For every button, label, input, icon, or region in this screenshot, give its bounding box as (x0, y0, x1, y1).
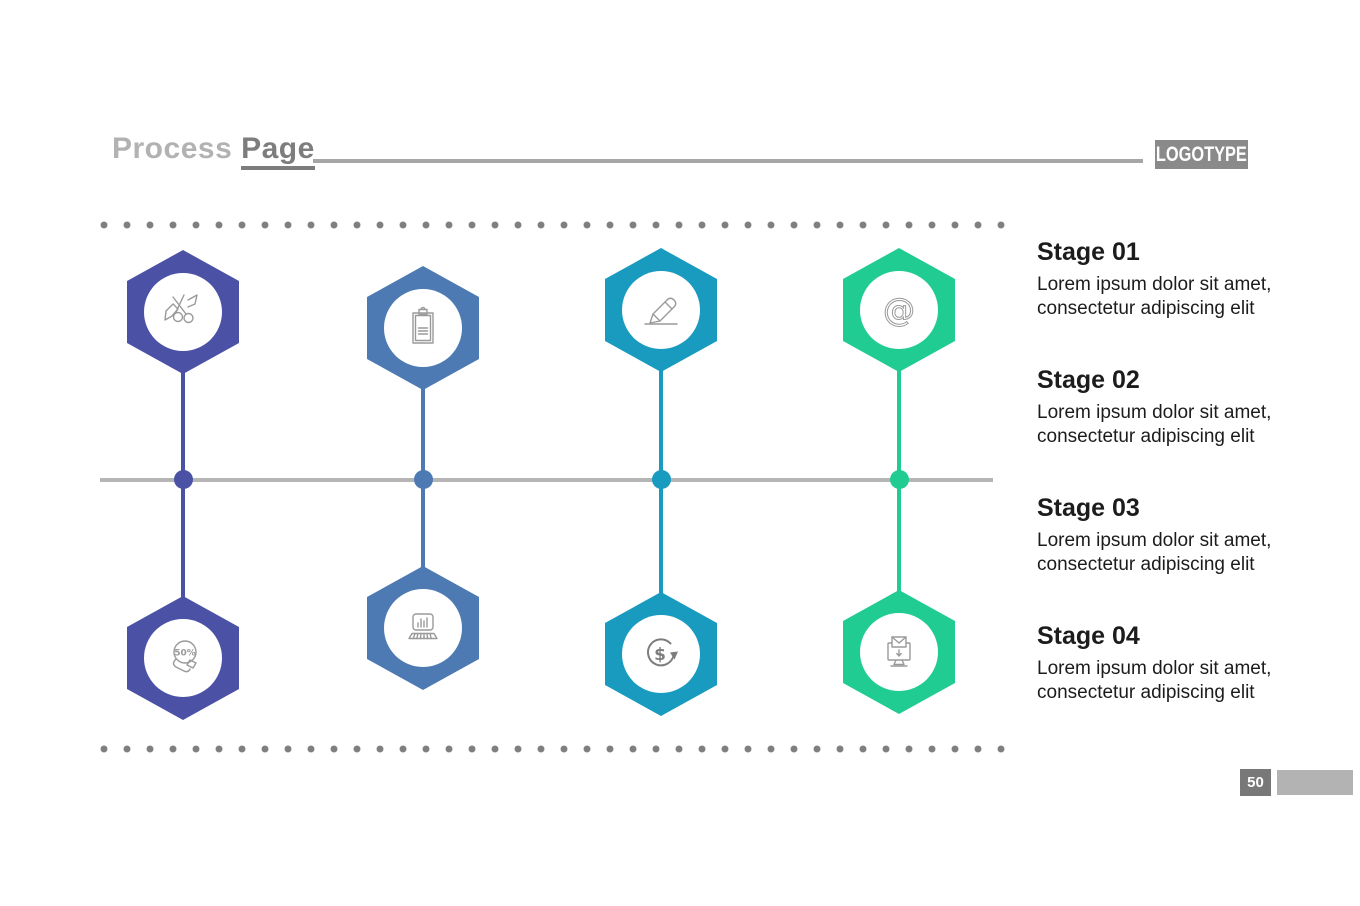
laptop-analytics-icon (408, 613, 438, 640)
clipboard-icon (412, 306, 434, 344)
stage-block-3: Stage 03 Lorem ipsum dolor sit amet,cons… (1037, 494, 1327, 576)
process-column-4: @ (843, 0, 955, 906)
stage-title: Stage 02 (1037, 366, 1140, 394)
pencil-writing-icon (644, 297, 678, 325)
stage-block-1: Stage 01 Lorem ipsum dolor sit amet,cons… (1037, 238, 1327, 320)
hexagon-bottom-4 (843, 590, 955, 714)
stage-description: Lorem ipsum dolor sit amet,consectetur a… (1037, 658, 1272, 703)
stage-title: Stage 04 (1037, 622, 1140, 650)
email-monitor-icon (887, 636, 911, 667)
process-column-3: $ (605, 0, 717, 906)
hexagon-top-2 (367, 266, 479, 390)
stage-description: Lorem ipsum dolor sit amet,consectetur a… (1037, 530, 1272, 575)
dotted-border-bottom (100, 745, 1006, 753)
hexagon-top-4: @ (843, 248, 955, 372)
process-column-1: 50% (127, 0, 239, 906)
timeline-node-dot (889, 470, 909, 489)
hexagon-bottom-3: $ (605, 592, 717, 716)
ribbon-cutting-icon (164, 294, 198, 324)
logotype-text: LOGOTYPE (1155, 142, 1248, 166)
footer-bar (1277, 770, 1353, 795)
discount-50-percent-icon: 50% (172, 640, 197, 673)
hexagon-top-3 (605, 248, 717, 372)
money-exchange-icon: $ (647, 638, 678, 667)
header-divider-line (313, 159, 1143, 163)
stage-description: Lorem ipsum dolor sit amet,consectetur a… (1037, 274, 1272, 319)
svg-text:$: $ (654, 645, 666, 665)
page-title: Process Page (112, 132, 315, 170)
stage-block-2: Stage 02 Lorem ipsum dolor sit amet,cons… (1037, 366, 1327, 448)
stage-title: Stage 03 (1037, 494, 1140, 522)
stage-title: Stage 01 (1037, 238, 1140, 266)
stage-description: Lorem ipsum dolor sit amet,consectetur a… (1037, 402, 1272, 447)
page-title-word-light: Process (112, 132, 233, 165)
svg-text:@: @ (883, 291, 915, 329)
hexagon-bottom-1: 50% (127, 596, 239, 720)
page-number-badge: 50 (1240, 769, 1271, 796)
timeline-node-dot (173, 470, 193, 489)
hexagon-top-1 (127, 250, 239, 374)
page-title-word-underlined: Page (241, 132, 315, 170)
stage-block-4: Stage 04 Lorem ipsum dolor sit amet,cons… (1037, 622, 1327, 704)
hexagon-bottom-2 (367, 566, 479, 690)
logotype-badge: LOGOTYPE (1155, 140, 1248, 169)
timeline-node-dot (651, 470, 671, 489)
timeline-node-dot (413, 470, 433, 489)
dotted-border-top (100, 221, 1006, 229)
at-sign-icon: @ (883, 291, 916, 330)
process-column-2 (367, 0, 479, 906)
svg-text:50%: 50% (174, 649, 196, 659)
timeline-axis (100, 478, 993, 482)
